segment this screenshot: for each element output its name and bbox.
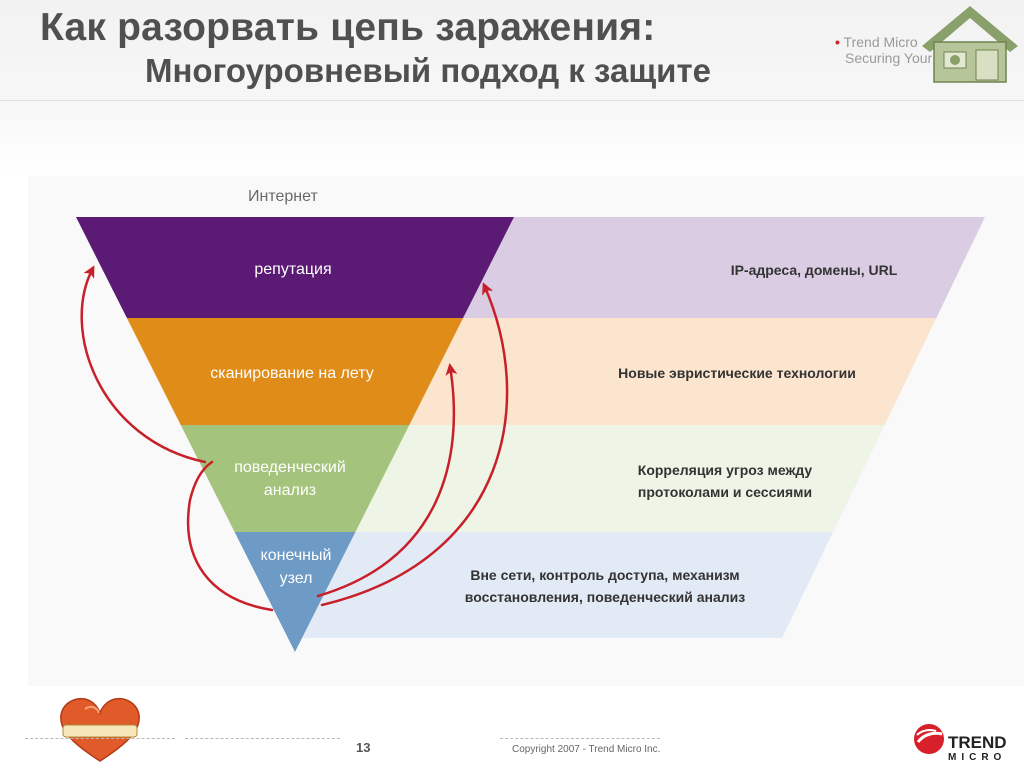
band-scanning <box>409 318 937 425</box>
footer-rule-middle <box>185 738 340 739</box>
internet-label: Интернет <box>248 188 318 205</box>
layer-description-endpoint-line1: Вне сети, контроль доступа, механизм <box>470 567 740 583</box>
layer-label-reputation-line1: репутация <box>254 261 332 278</box>
layer-behavior <box>180 425 410 532</box>
header-background <box>0 0 1024 175</box>
band-endpoint <box>302 532 834 638</box>
layer-label-behavior: поведенческий анализ <box>190 456 390 502</box>
feedback-arrow-behavior-to-reputation <box>80 265 207 464</box>
layer-label-scanning: сканирование на лету <box>175 362 409 385</box>
trend-micro-logo-text: TREND MICRO <box>948 733 1007 765</box>
layer-label-endpoint-line2: узел <box>279 570 313 587</box>
layer-reputation <box>76 217 514 318</box>
layer-label-endpoint-line1: конечный <box>260 547 332 564</box>
layer-description-behavior-line2: протоколами и сессиями <box>637 484 813 500</box>
footer-rule-right <box>500 738 660 739</box>
footer-rule-left <box>25 738 175 739</box>
layer-endpoint <box>234 532 356 652</box>
layer-label-behavior-line1: поведенческий <box>234 459 346 476</box>
feedback-arrow-endpoint-to-scanning <box>316 363 458 598</box>
brand-line1: Trend Micro <box>843 34 918 50</box>
layer-description-behavior-line1: Корреляция угроз между <box>637 462 813 478</box>
slide-title-line1: Как разорвать цепь заражения: <box>40 6 656 49</box>
logo-line1: TREND <box>948 733 1007 752</box>
layer-description-reputation-line1: IP-адреса, домены, URL <box>730 262 898 278</box>
layer-label-endpoint: конечный узел <box>226 544 366 590</box>
feedback-arrow-endpoint-to-behavior <box>186 460 274 612</box>
layer-description-endpoint: Вне сети, контроль доступа, механизм вос… <box>410 564 800 608</box>
layer-description-scanning: Новые эвристические технологии <box>572 362 902 384</box>
brand-bullet-icon: • <box>835 34 840 50</box>
layer-label-scanning-line1: сканирование на лету <box>210 365 374 382</box>
money-house-icon <box>922 6 1018 83</box>
layer-description-reputation: IP-адреса, домены, URL <box>664 259 964 281</box>
layer-label-behavior-line2: анализ <box>263 482 317 499</box>
feedback-arrow-endpoint-to-reputation <box>320 282 509 607</box>
logo-line2: MICRO <box>948 752 1007 763</box>
copyright-text: Copyright 2007 - Trend Micro Inc. <box>512 744 661 755</box>
layer-label-reputation: репутация <box>193 258 393 281</box>
layer-description-behavior: Корреляция угроз между протоколами и сес… <box>570 459 880 503</box>
page-number: 13 <box>356 740 371 755</box>
slide-title-line2: Многоуровневый подход к защите <box>145 52 711 89</box>
trend-micro-logo-icon <box>914 724 944 754</box>
brand-line2: Securing Your <box>845 50 933 66</box>
band-reputation <box>463 217 986 318</box>
header-rule <box>0 100 1024 101</box>
layer-description-endpoint-line2: восстановления, поведенческий анализ <box>464 589 746 605</box>
layer-scanning <box>126 318 464 425</box>
band-behavior <box>355 425 885 532</box>
brand-tagline: • Trend Micro Securing Your <box>835 34 932 66</box>
valentine-heart-icon <box>60 697 140 762</box>
layer-description-scanning-line1: Новые эвристические технологии <box>618 365 856 381</box>
